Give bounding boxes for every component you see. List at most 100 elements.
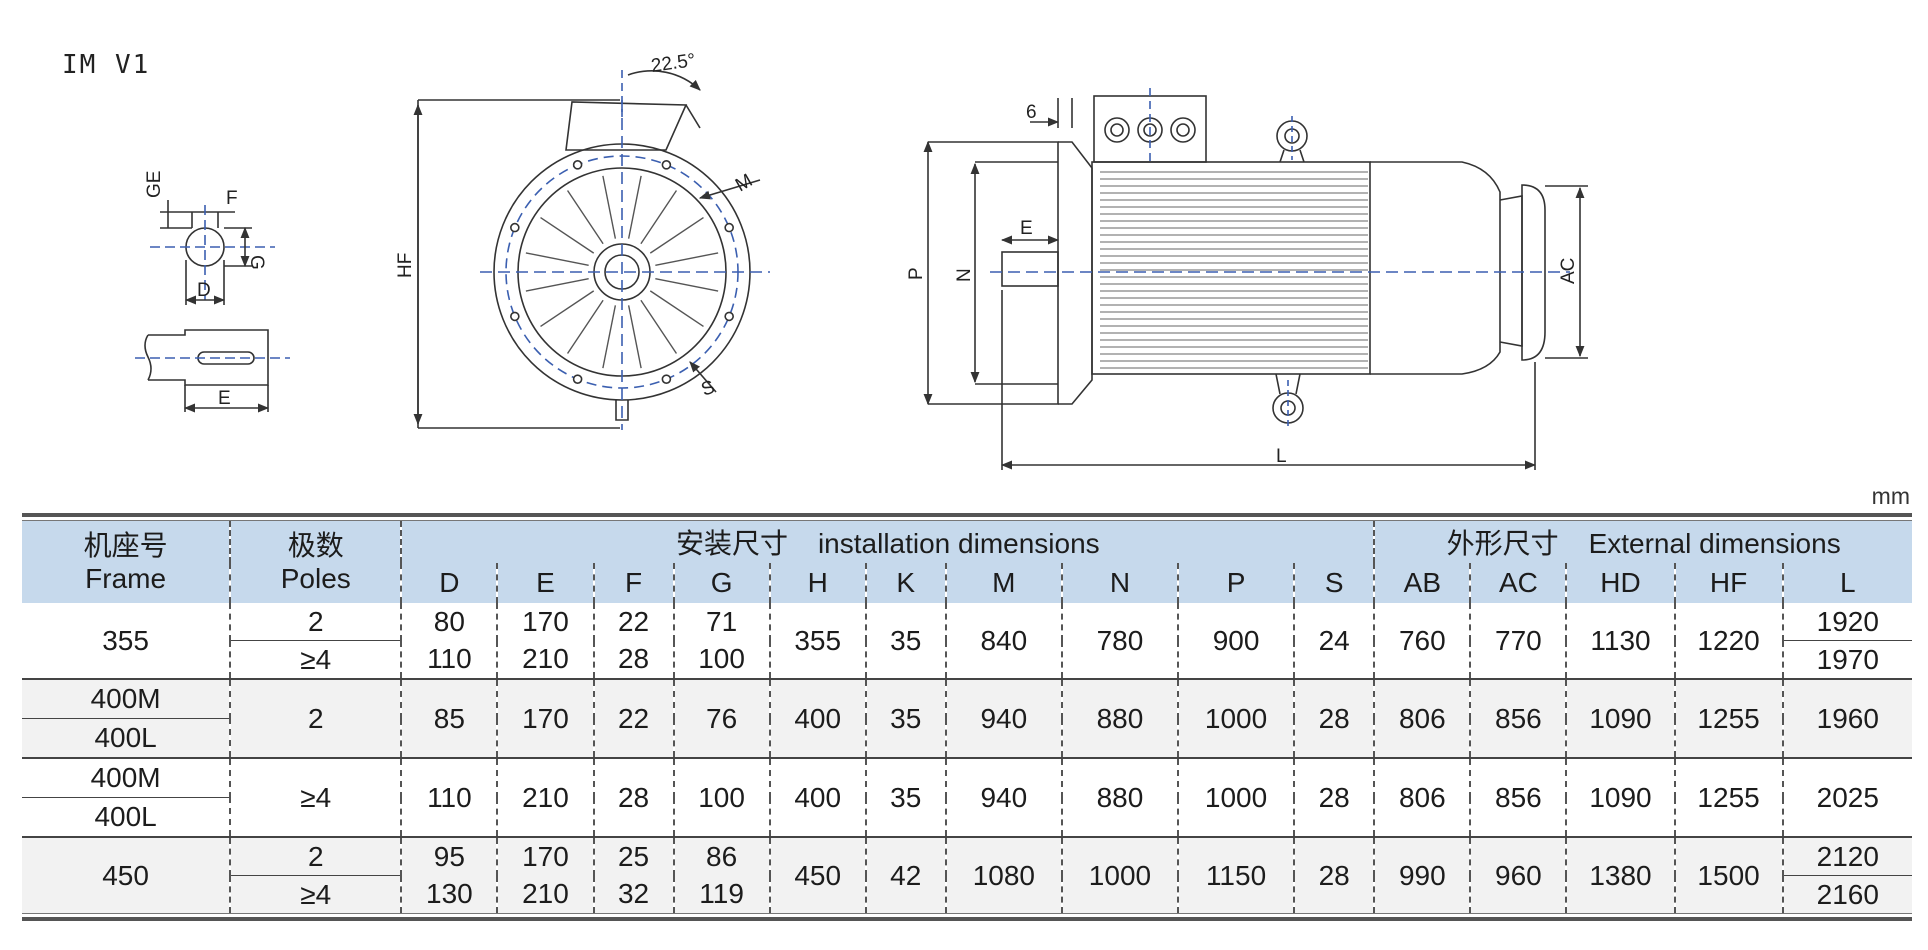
table-row: 400L (22, 797, 1912, 838)
col-header-hd: HD (1565, 563, 1675, 603)
cell-p: 1000 (1176, 758, 1295, 838)
end-view-rib (540, 216, 595, 254)
cell-ab: 760 (1373, 603, 1471, 680)
dim-label-d: D (197, 280, 211, 301)
dim-label-m: M (732, 170, 756, 196)
end-view-rib (525, 277, 589, 292)
col-header-g: G (672, 563, 770, 603)
cell-k: 35 (864, 679, 946, 759)
cell-frame: 450 (22, 837, 231, 913)
end-view-rib (627, 175, 642, 239)
cell-l: 2120 (1781, 837, 1912, 876)
flange-bolt-hole (724, 222, 734, 233)
cell-l: 1920 (1781, 603, 1912, 641)
cell-l: 1970 (1781, 640, 1912, 680)
cell-n: 880 (1060, 758, 1178, 838)
dim-label-l: L (1276, 446, 1287, 467)
cell-m: 940 (944, 758, 1062, 838)
cell-l: 1960 (1781, 679, 1912, 759)
cell-hf: 1255 (1673, 758, 1783, 838)
table-row: 450 2 95 170 25 86 450 42 1080 1000 1150… (22, 837, 1912, 913)
table-row: 400M 2 85 170 22 76 400 35 940 880 1000 … (22, 679, 1912, 759)
dim-label-p: P (906, 267, 927, 280)
col-header-f: F (592, 563, 674, 603)
cell-l: 2025 (1781, 758, 1912, 838)
col-header-n: N (1060, 563, 1178, 603)
cell-ab: 806 (1373, 758, 1471, 838)
cell-n: 880 (1060, 679, 1178, 759)
end-view-rib (649, 290, 704, 328)
cell-e: 170 (496, 837, 594, 876)
col-header-d: D (400, 563, 498, 603)
cell-hf: 1220 (1673, 603, 1783, 680)
cell-e: 170 (496, 679, 594, 759)
cell-p: 1150 (1176, 837, 1295, 913)
table-row: 355 2 80 170 22 71 355 35 840 780 900 24… (22, 603, 1912, 680)
table-row: ≥4 110 210 28 100 1970 (22, 640, 1912, 680)
table-top-rule (22, 513, 1912, 521)
motor-end-view-drawing (413, 70, 770, 430)
cell-g: 119 (672, 875, 770, 913)
col-header-l: L (1781, 563, 1912, 603)
cell-ab: 806 (1373, 679, 1471, 759)
cell-f: 22 (592, 679, 674, 759)
table-row: ≥4 130 210 32 119 2160 (22, 875, 1912, 913)
cell-poles: ≥4 (229, 640, 402, 680)
cell-poles: 2 (229, 603, 402, 641)
cell-h: 450 (768, 837, 866, 913)
flange-bolt-hole (510, 311, 520, 322)
cell-poles: ≥4 (229, 875, 402, 913)
dim-label-s: S (699, 377, 718, 401)
motor-dimension-drawings: GE F G D E 22.5° HF M S (135, 50, 1588, 470)
cell-hd: 1380 (1565, 837, 1675, 913)
end-view-rib (566, 190, 604, 245)
dim-label-g: G (246, 255, 267, 270)
cell-d: 110 (400, 640, 498, 680)
end-view-rib (649, 216, 704, 254)
cell-e: 210 (496, 758, 594, 838)
cell-s: 28 (1293, 758, 1375, 838)
dim-label-n: N (954, 268, 975, 282)
cell-poles: 2 (229, 679, 402, 759)
col-header-k: K (864, 563, 946, 603)
cell-ac: 856 (1469, 758, 1567, 838)
col-header-hf: HF (1673, 563, 1783, 603)
cell-f: 28 (592, 758, 674, 838)
col-header-p: P (1176, 563, 1295, 603)
cell-g: 100 (672, 640, 770, 680)
cell-g: 71 (672, 603, 770, 641)
cell-frame: 400L (22, 797, 231, 838)
cell-m: 1080 (944, 837, 1062, 913)
cell-hd: 1130 (1565, 603, 1675, 680)
dim-label-angle: 22.5° (650, 50, 697, 77)
cell-hd: 1090 (1565, 679, 1675, 759)
end-view-rib (525, 252, 589, 267)
dim-label-ac: AC (1558, 258, 1579, 284)
cell-f: 25 (592, 837, 674, 876)
cell-s: 28 (1293, 679, 1375, 759)
cell-ac: 770 (1469, 603, 1567, 680)
cell-hd: 1090 (1565, 758, 1675, 838)
flange-bolt-hole (572, 160, 583, 170)
col-header-ab: AB (1373, 563, 1471, 603)
cell-g: 86 (672, 837, 770, 876)
table-row: 400M ≥4 110 210 28 100 400 35 940 880 10… (22, 758, 1912, 838)
cell-l: 2160 (1781, 875, 1912, 913)
cell-s: 24 (1293, 603, 1375, 680)
dim-label-f: F (226, 188, 238, 209)
cell-g: 100 (672, 758, 770, 838)
motor-side-view-drawing (923, 88, 1588, 470)
end-view-rib (655, 277, 719, 292)
cell-frame: 400L (22, 718, 231, 759)
cell-ac: 960 (1469, 837, 1567, 913)
col-header-h: H (768, 563, 866, 603)
cell-frame: 355 (22, 603, 231, 680)
flange-bolt-hole (724, 311, 734, 322)
flange-bolt-hole (510, 222, 520, 233)
cell-p: 900 (1176, 603, 1295, 680)
end-view-rib (602, 175, 617, 239)
